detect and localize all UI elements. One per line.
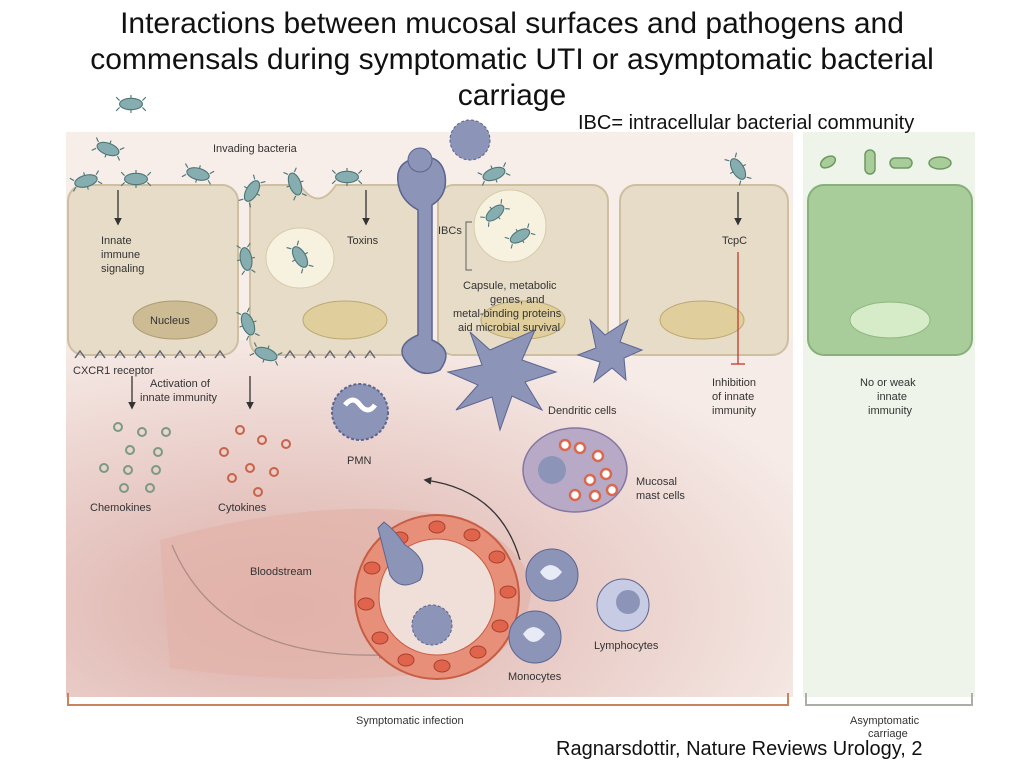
- label-invading-bacteria: Invading bacteria: [213, 143, 298, 155]
- label-toxins: Toxins: [347, 235, 379, 247]
- dendritic-cell-2: [576, 318, 644, 384]
- label-innate-1: Innate: [101, 235, 132, 247]
- ibc-bracket: [465, 221, 472, 271]
- label-inhibition-1: Inhibition: [712, 377, 756, 389]
- label-innate-3: signaling: [101, 263, 144, 275]
- label-cytokines: Cytokines: [218, 502, 267, 514]
- extravasating-pmn: [377, 521, 424, 586]
- cytokine-dots: [219, 425, 291, 497]
- asymptomatic-bracket: [805, 693, 973, 706]
- label-ibcs: IBCs: [438, 225, 462, 237]
- label-noweak-2: innate: [877, 391, 907, 403]
- nucleus-2: [302, 300, 388, 340]
- label-monocytes: Monocytes: [508, 671, 562, 683]
- nucleus-5: [849, 301, 931, 339]
- mast-cell: [522, 427, 628, 513]
- migrating-cell: [397, 156, 447, 375]
- label-tcpc: TcpC: [722, 235, 747, 247]
- symptomatic-bracket: [67, 693, 789, 706]
- nucleus-4: [659, 300, 745, 340]
- label-capsule-4: aid microbial survival: [458, 322, 560, 334]
- label-noweak-1: No or weak: [860, 377, 916, 389]
- ibc-definition: IBC= intracellular bacterial community: [578, 112, 915, 134]
- pmn-cluster-top: [449, 119, 491, 161]
- label-activation-1: Activation of: [150, 378, 211, 390]
- title-line-1: Interactions between mucosal surfaces an…: [120, 7, 904, 40]
- label-asymptomatic-1: Asymptomatic: [850, 715, 920, 727]
- nucleus-1: [132, 300, 218, 340]
- ibc-vacuole: [473, 189, 547, 263]
- label-capsule-2: genes, and: [490, 294, 544, 306]
- label-capsule-3: metal-binding proteins: [453, 308, 562, 320]
- cxcr1-receptors: [74, 349, 376, 359]
- label-pmn: PMN: [347, 455, 372, 467]
- label-activation-2: innate immunity: [140, 392, 218, 404]
- label-symptomatic: Symptomatic infection: [356, 715, 464, 727]
- label-bloodstream: Bloodstream: [250, 566, 312, 578]
- label-lymphocytes: Lymphocytes: [594, 640, 659, 652]
- label-mast-1: Mucosal: [636, 476, 677, 488]
- citation: Ragnarsdottir, Nature Reviews Urology, 2: [556, 738, 923, 760]
- label-cxcr1: CXCR1 receptor: [73, 365, 154, 377]
- label-mast-2: mast cells: [636, 490, 685, 502]
- title-line-2: commensals during symptomatic UTI or asy…: [90, 43, 934, 76]
- dendritic-cell-1: [446, 329, 558, 432]
- commensals: [819, 149, 952, 175]
- label-chemokines: Chemokines: [90, 502, 152, 514]
- label-innate-2: immune: [101, 249, 140, 261]
- pmn-in-vessel: [411, 604, 453, 646]
- label-dendritic: Dendritic cells: [548, 405, 617, 417]
- title-line-3: carriage: [457, 79, 567, 112]
- label-noweak-3: immunity: [868, 405, 913, 417]
- label-nucleus: Nucleus: [150, 315, 190, 327]
- asymptomatic-cell: [807, 184, 973, 356]
- epithelial-cell-4: [619, 184, 789, 356]
- label-inhibition-3: immunity: [712, 405, 757, 417]
- label-capsule-1: Capsule, metabolic: [463, 280, 557, 292]
- pmn-cell: [331, 383, 389, 441]
- label-inhibition-2: of innate: [712, 391, 754, 403]
- chemokine-dots: [99, 422, 171, 493]
- slide-title: Interactions between mucosal surfaces an…: [0, 6, 1024, 114]
- label-asymptomatic-2: carriage: [868, 728, 908, 740]
